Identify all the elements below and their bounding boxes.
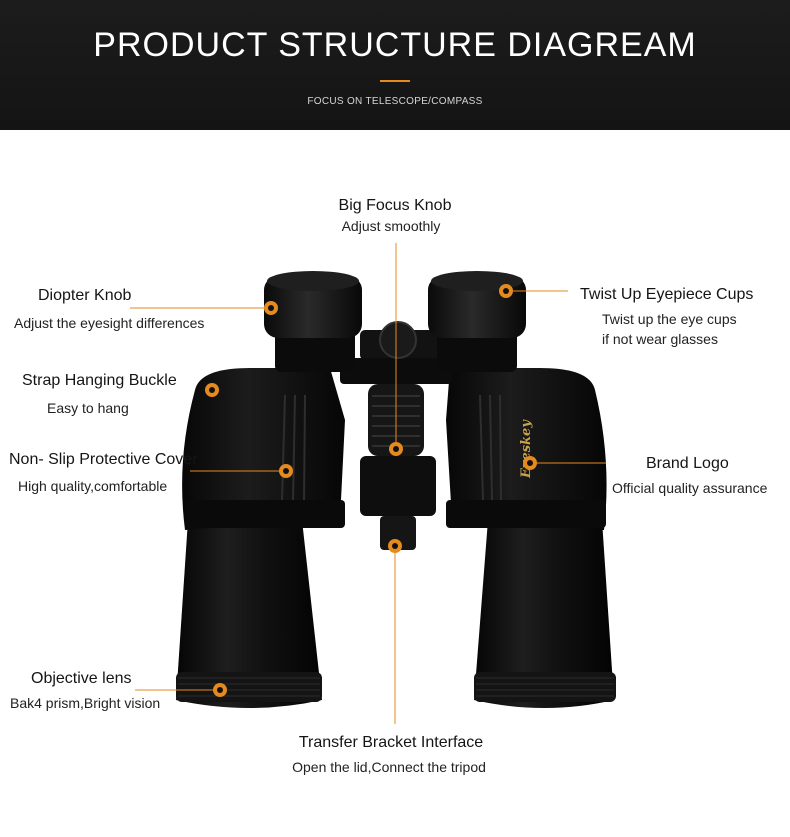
eyepiece-marker — [499, 284, 513, 298]
protective-cover-desc: High quality,comfortable — [18, 478, 168, 494]
eyepiece-cups-desc-2: if not wear glasses — [602, 331, 718, 347]
brand-logo-title: Brand Logo — [646, 455, 729, 472]
strap-buckle-marker — [205, 383, 219, 397]
tripod-adapter — [380, 516, 416, 550]
left-objective-ring — [176, 672, 322, 702]
objective-lens-desc: Bak4 prism,Bright vision — [10, 695, 161, 711]
diopter-knob-desc: Adjust the eyesight differences — [14, 315, 205, 331]
right-objective-barrel — [474, 520, 614, 708]
left-collar — [185, 500, 345, 528]
brand-logo-desc: Official quality assurance — [612, 480, 768, 496]
focus-knob-desc: Adjust smoothly — [341, 218, 441, 234]
right-objective-ring — [474, 672, 616, 702]
objective-lens-title: Objective lens — [31, 670, 132, 687]
focus-knob-title: Big Focus Knob — [338, 197, 452, 214]
left-objective-barrel — [176, 520, 322, 708]
left-eyepiece-cup — [264, 276, 362, 338]
brand-logo-marker — [523, 456, 537, 470]
focus-knob-marker — [389, 442, 403, 456]
objective-lens-marker — [213, 683, 227, 697]
callout-markers — [205, 284, 537, 697]
diopter-knob-title: Diopter Knob — [38, 287, 132, 304]
protective-cover-title: Non- Slip Protective Cover — [9, 451, 198, 468]
bracket-interface-desc: Open the lid,Connect the tripod — [292, 759, 486, 775]
eyepiece-cups-title: Twist Up Eyepiece Cups — [580, 286, 754, 303]
left-eyepiece-stem — [275, 330, 355, 372]
center-lower-hinge — [360, 456, 436, 516]
title-underline — [380, 80, 410, 82]
header-banner: PRODUCT STRUCTURE DIAGREAM FOCUS ON TELE… — [0, 0, 790, 130]
page-subtitle: FOCUS ON TELESCOPE/COMPASS — [307, 96, 483, 107]
right-eyepiece-stem — [437, 330, 517, 372]
strap-buckle-desc: Easy to hang — [47, 400, 129, 416]
page-title: PRODUCT STRUCTURE DIAGREAM — [93, 26, 697, 64]
right-collar — [446, 500, 606, 528]
brand-logo-text: Eyeskey — [519, 419, 534, 479]
eyepiece-cups-desc: Twist up the eye cups — [602, 311, 737, 327]
diopter-marker — [264, 301, 278, 315]
right-body-housing — [446, 368, 607, 530]
bracket-interface-title: Transfer Bracket Interface — [298, 734, 484, 751]
strap-buckle-title: Strap Hanging Buckle — [22, 372, 177, 389]
bracket-marker — [388, 539, 402, 553]
hinge-cap — [379, 321, 417, 359]
protective-cover-marker — [279, 464, 293, 478]
